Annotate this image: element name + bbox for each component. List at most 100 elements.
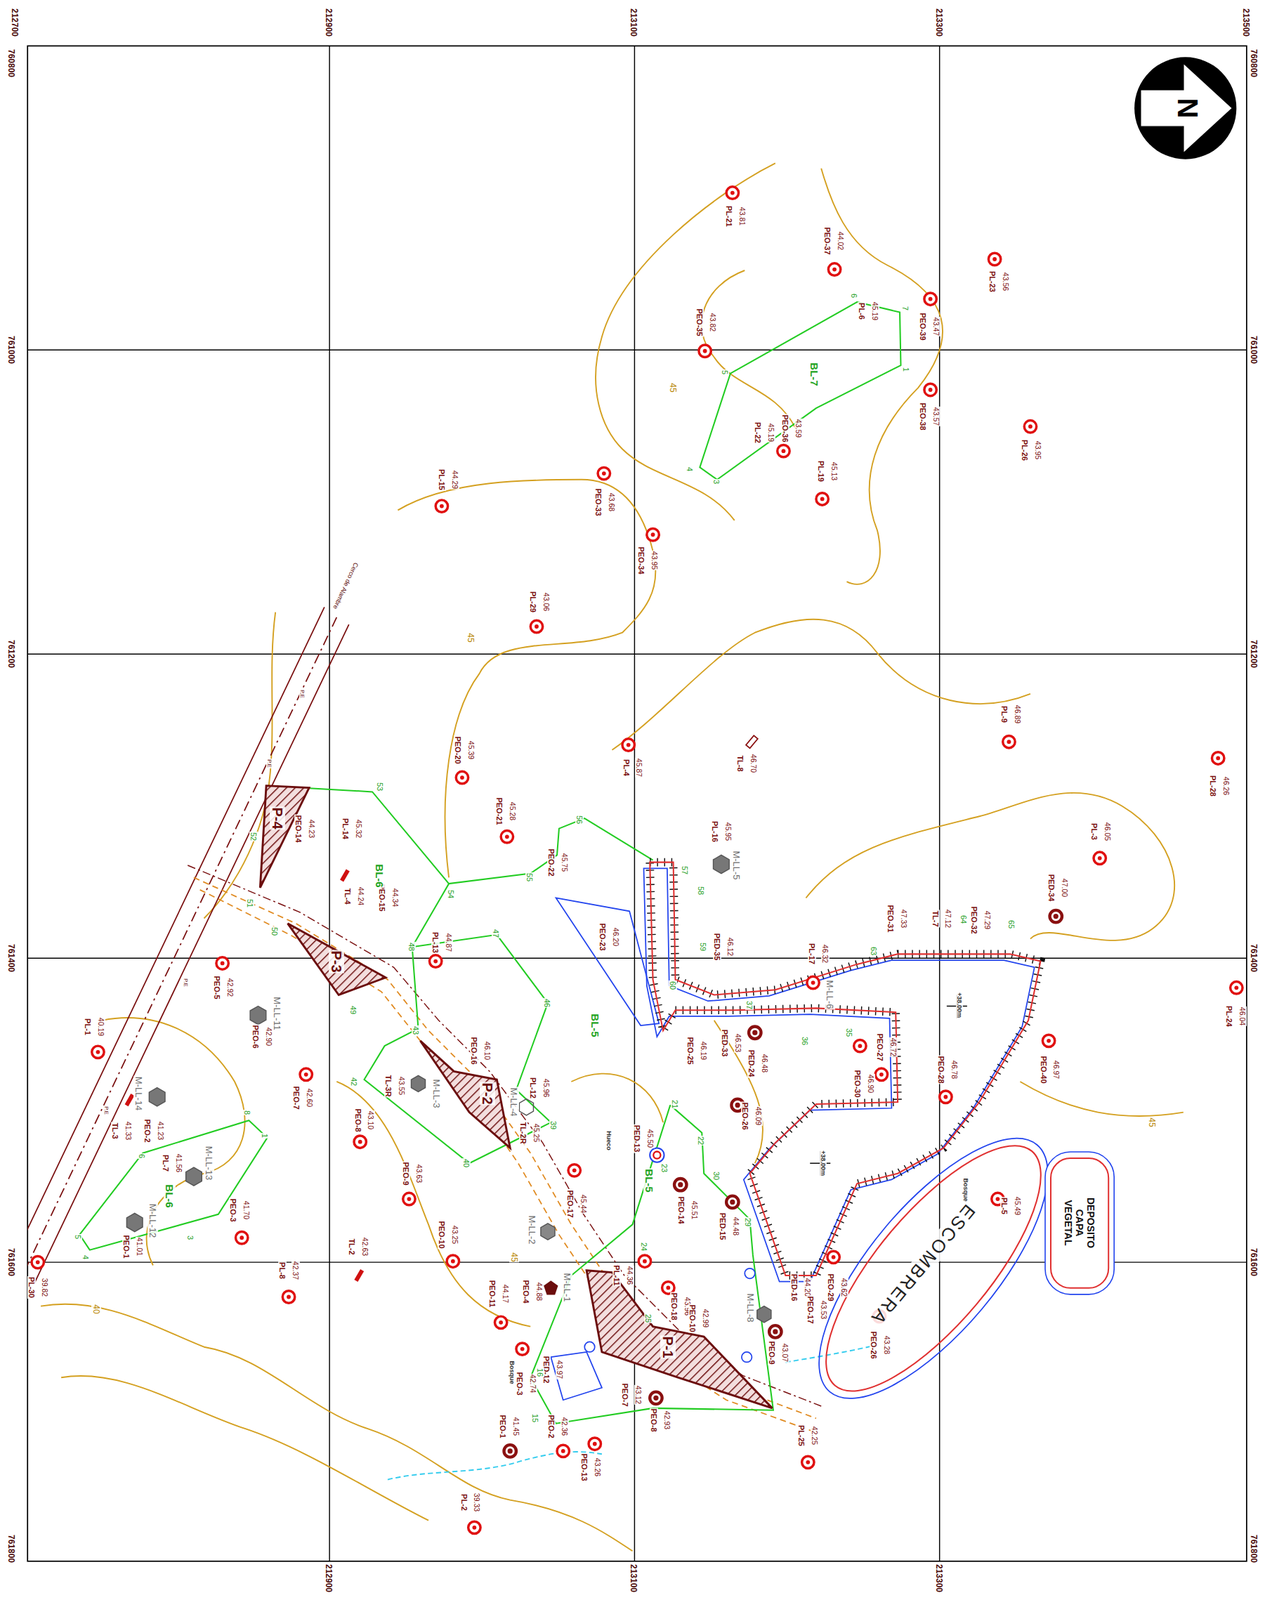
monitoring-label: M-LL-11 bbox=[271, 995, 283, 1031]
point-name: PEO-23 bbox=[598, 922, 607, 952]
label-anchor: 41.45 bbox=[511, 1416, 523, 1437]
point-name: PL-5 bbox=[1000, 1196, 1009, 1216]
coordinate-label: 761200 bbox=[6, 639, 17, 669]
monitoring-hexagon bbox=[757, 1306, 772, 1323]
label-anchor: 42.92 bbox=[225, 977, 237, 998]
monitoring-pentagon bbox=[543, 1280, 558, 1295]
label-anchor: PL-7 bbox=[160, 1154, 173, 1173]
label-anchor: PEO-20 bbox=[453, 735, 465, 765]
track bbox=[187, 865, 822, 1431]
survey-point bbox=[446, 1255, 459, 1268]
survey-point bbox=[638, 1255, 651, 1268]
label-anchor: TL-3R bbox=[383, 1073, 395, 1098]
label-anchor: 1 bbox=[901, 366, 913, 373]
label-anchor: PL-5 bbox=[999, 1196, 1011, 1216]
monitoring-hexagon bbox=[250, 1005, 267, 1025]
survey-point bbox=[597, 467, 610, 480]
coordinate-label: 213100 bbox=[628, 1563, 639, 1594]
vertex-number: 48 bbox=[407, 941, 416, 952]
label-anchor: PL-29 bbox=[528, 590, 540, 614]
label-anchor: P.E bbox=[102, 1105, 114, 1116]
point-name: PL-9 bbox=[1000, 705, 1009, 724]
zone-label: BL-5 bbox=[589, 1012, 602, 1038]
label-anchor: 42.37 bbox=[290, 1260, 303, 1281]
label-anchor: 761200 bbox=[6, 639, 18, 669]
label-anchor: PEO-7 bbox=[291, 1085, 303, 1111]
note: Bosque bbox=[508, 1360, 516, 1386]
note: Hueco bbox=[605, 1130, 613, 1152]
trench-marker bbox=[339, 869, 350, 883]
label-anchor: 43.25 bbox=[450, 1224, 462, 1245]
monitoring-hexagon bbox=[540, 1223, 555, 1240]
point-name: TL-2R bbox=[519, 1121, 528, 1145]
contour-value: 45 bbox=[667, 382, 678, 393]
map-frame bbox=[27, 45, 1247, 1561]
label-anchor: BL-7 bbox=[808, 362, 820, 388]
point-name: TL-8 bbox=[736, 754, 745, 772]
label-anchor: 59 bbox=[698, 941, 710, 952]
point-name: PEO-3 bbox=[228, 1198, 238, 1223]
survey-point-dot bbox=[439, 504, 444, 509]
point-elevation: 47.29 bbox=[983, 910, 992, 930]
label-anchor: 212900 bbox=[323, 7, 336, 38]
label-anchor: PEO-6 bbox=[250, 1024, 262, 1050]
point-name: PL-1 bbox=[83, 1017, 93, 1037]
label-anchor: M-LL-13 bbox=[203, 1145, 215, 1181]
point-name: PED-16 bbox=[790, 1273, 799, 1303]
point-name: PL-19 bbox=[816, 460, 826, 483]
point-name: PEO-10 bbox=[688, 1303, 697, 1333]
point-name: PEO-17 bbox=[806, 1295, 815, 1325]
survey-point-dot bbox=[1046, 1038, 1051, 1044]
point-elevation: 46.72 bbox=[889, 1036, 898, 1057]
vertex-number: 56 bbox=[575, 814, 584, 824]
point-name: PL-12 bbox=[528, 1076, 538, 1100]
label-anchor: 45.19 bbox=[870, 301, 882, 321]
sample-point bbox=[769, 1325, 782, 1338]
vertex-number: 4 bbox=[685, 466, 694, 473]
label-anchor: 44.88 bbox=[534, 1281, 546, 1302]
vertex-number: 16 bbox=[535, 1367, 545, 1378]
point-name: PEO-2 bbox=[143, 1118, 152, 1143]
survey-point-dot bbox=[286, 1295, 291, 1300]
point-name: PEO-22 bbox=[547, 847, 556, 877]
coordinate-label: 761200 bbox=[1248, 639, 1259, 669]
label-anchor: PL-6 bbox=[856, 302, 869, 321]
label-anchor: TL-4 bbox=[342, 887, 355, 905]
label-anchor: PEO-27 bbox=[875, 1032, 887, 1062]
survey-point bbox=[429, 955, 442, 968]
survey-point bbox=[455, 771, 468, 784]
point-name: PED-15 bbox=[718, 1212, 727, 1242]
label-anchor: 51 bbox=[245, 898, 257, 909]
survey-point bbox=[646, 528, 659, 541]
point-name: PEO-39 bbox=[918, 311, 928, 341]
vertex-number: 21 bbox=[670, 1099, 680, 1110]
label-anchor: PL-25 bbox=[796, 1424, 808, 1447]
vertex-number: 3 bbox=[712, 479, 721, 485]
label-anchor: PEO-1 bbox=[497, 1414, 510, 1440]
vertex-number: 51 bbox=[245, 898, 255, 909]
vertex-number: 58 bbox=[696, 885, 706, 896]
label-anchor: 43.55 bbox=[396, 1076, 409, 1096]
survey-point bbox=[435, 500, 448, 513]
label-anchor: 46.04 bbox=[1237, 1006, 1249, 1027]
vertex-number: 53 bbox=[375, 781, 385, 792]
vertex-number: 64 bbox=[959, 914, 968, 925]
label-anchor: PEO-7 bbox=[620, 1382, 632, 1407]
dump-label: ESCOMBRERA bbox=[866, 1200, 980, 1331]
label-anchor: PEO-35 bbox=[694, 308, 706, 338]
coordinate-label: 213100 bbox=[628, 7, 639, 38]
label-anchor: 213300 bbox=[934, 7, 946, 38]
label-anchor: PEO-2 bbox=[546, 1414, 558, 1440]
point-elevation: 43.62 bbox=[840, 1277, 849, 1298]
point-elevation: 42.37 bbox=[291, 1260, 300, 1281]
label-anchor: 212700 bbox=[9, 7, 22, 38]
label-anchor: 45 bbox=[1146, 1116, 1159, 1128]
point-elevation: 45.96 bbox=[542, 1078, 551, 1098]
pole-label: P.E bbox=[266, 758, 273, 769]
label-anchor: PED-16 bbox=[789, 1273, 801, 1303]
point-name: PEO-36 bbox=[781, 414, 790, 444]
label-anchor: 41.70 bbox=[241, 1200, 253, 1221]
survey-point bbox=[568, 1164, 581, 1177]
vertex-number: 55 bbox=[525, 872, 534, 883]
label-anchor: 45.95 bbox=[723, 821, 735, 842]
